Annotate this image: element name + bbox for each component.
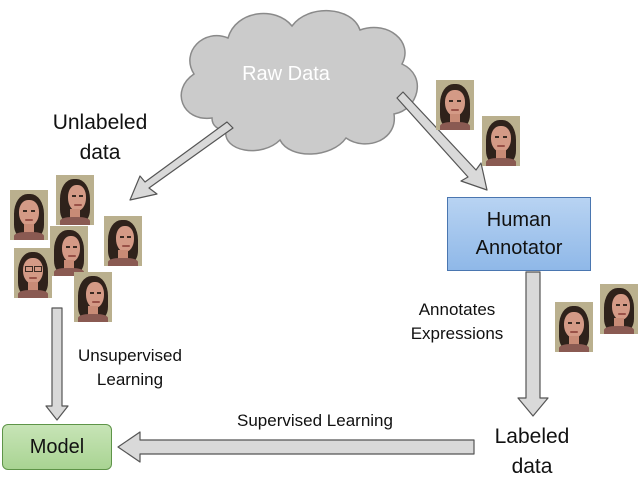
arrow-unlabeled-to-model — [45, 307, 69, 421]
arrow-cloud-to-unlabeled — [129, 121, 234, 201]
unsupervised-learning-label: Unsupervised Learning — [60, 344, 200, 392]
unsupervised-learning-label-line1: Unsupervised — [78, 346, 182, 365]
face-photo-unlabeled-2 — [56, 175, 94, 225]
supervised-learning-label: Supervised Learning — [237, 411, 393, 430]
unlabeled-data-label-line1: Unlabeled — [52, 111, 148, 134]
face-photo-unlabeled-6 — [74, 272, 112, 322]
face-photo-raw-1 — [436, 80, 474, 130]
unsupervised-learning-label-line2: Learning — [96, 370, 164, 389]
model-box: Model — [2, 424, 112, 470]
raw-data-cloud — [180, 10, 419, 155]
annotates-expressions-label: Annotates Expressions — [392, 298, 522, 346]
annotates-expressions-label-line2: Expressions — [410, 324, 504, 343]
arrow-annotator-to-labeled — [517, 271, 549, 417]
face-photo-annotated-2 — [600, 284, 638, 334]
labeled-data-label-line1: Labeled — [494, 425, 570, 448]
labeled-data-label: Labeled data — [472, 422, 592, 482]
arrow-cloud-to-annotator — [396, 91, 488, 191]
face-photo-annotated-1 — [555, 302, 593, 352]
arrow-labeled-to-model — [117, 431, 475, 463]
face-photo-unlabeled-5 — [14, 248, 52, 298]
unlabeled-data-label-line2: data — [79, 141, 121, 164]
labeled-data-label-line2: data — [511, 455, 553, 478]
human-annotator-line1: Human — [486, 209, 552, 231]
human-annotator-line2: Annotator — [475, 237, 563, 259]
face-photo-unlabeled-3 — [104, 216, 142, 266]
face-photo-unlabeled-1 — [10, 190, 48, 240]
face-photo-raw-2 — [482, 116, 520, 166]
unlabeled-data-label: Unlabeled data — [30, 108, 170, 168]
raw-data-label: Raw Data — [242, 63, 330, 85]
human-annotator-box: Human Annotator — [447, 197, 591, 271]
annotates-expressions-label-line1: Annotates — [418, 300, 496, 319]
face-photo-unlabeled-4 — [50, 226, 88, 276]
